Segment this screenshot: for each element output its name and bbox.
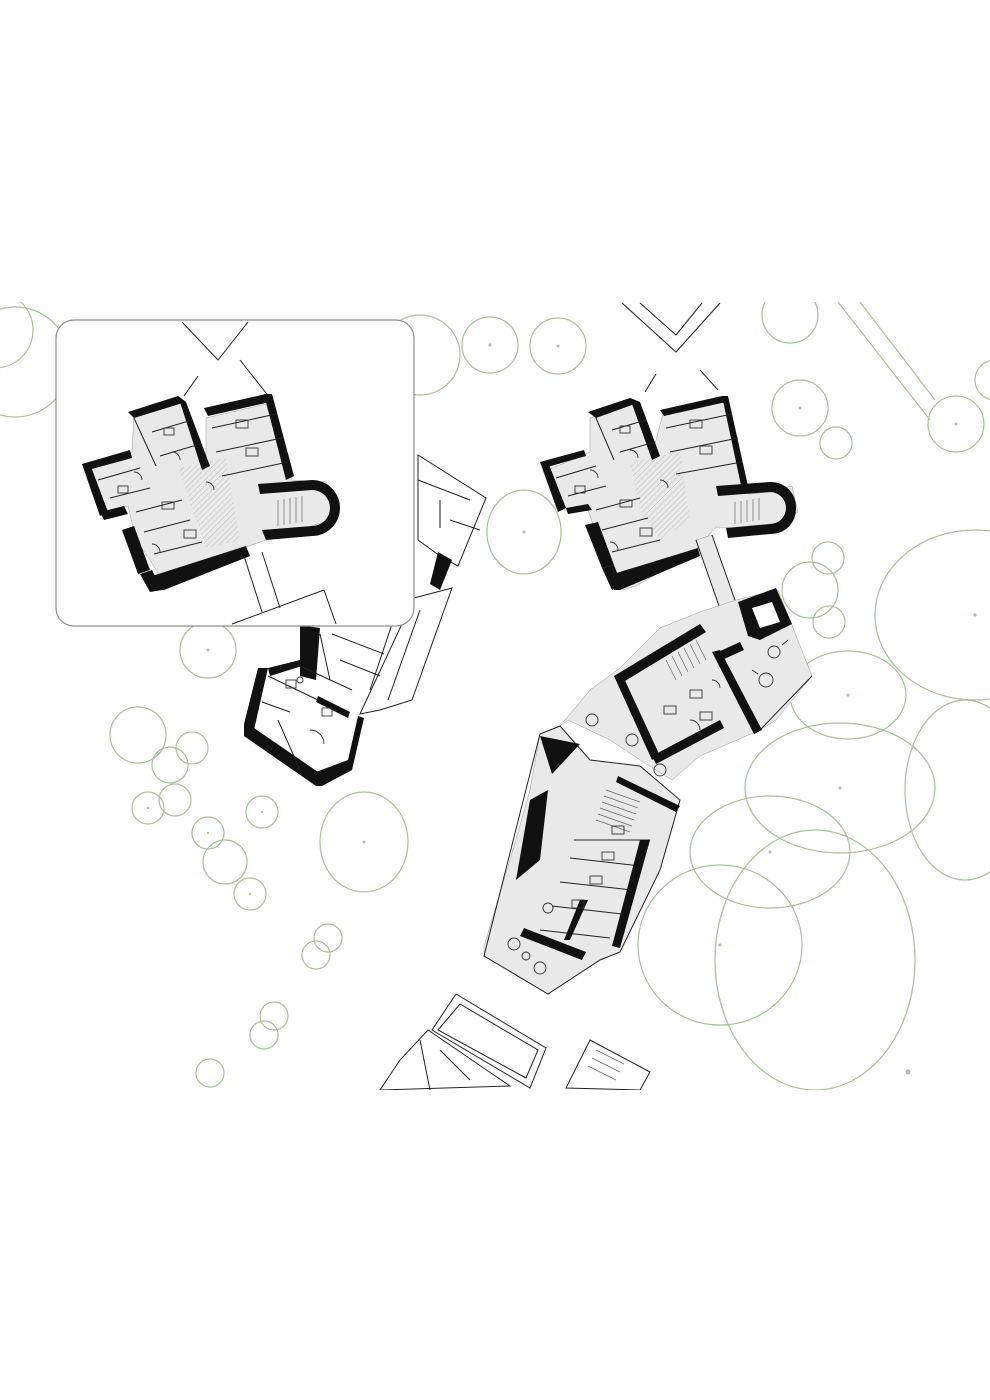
inset-detail-plan: [55, 319, 415, 627]
site-trees: [0, 302, 990, 1090]
annex-building-west: [244, 454, 487, 786]
main-building-south-wing: [483, 725, 681, 995]
main-building-north-wing: [540, 302, 799, 591]
main-building-central-block: [559, 588, 813, 784]
building-south: [379, 993, 651, 1090]
